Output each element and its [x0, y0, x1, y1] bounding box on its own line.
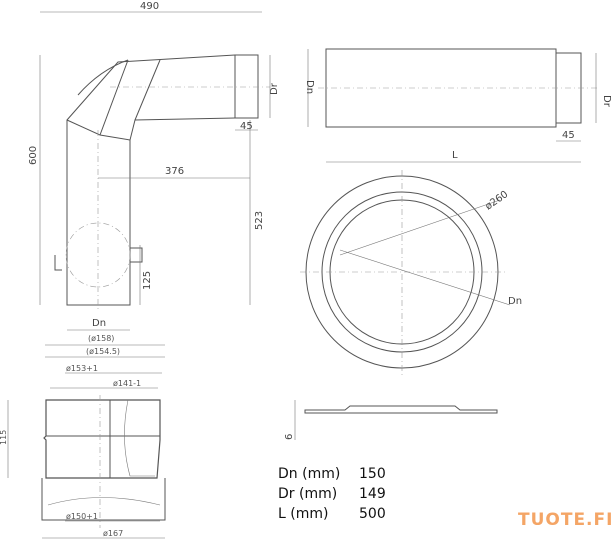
- dim-d4: ø141-1: [113, 379, 141, 388]
- dim-d3: ø153+1: [66, 364, 98, 373]
- dim-offset: 376: [165, 166, 184, 177]
- dim-d2: (ø154.5): [86, 347, 120, 356]
- dim-width: 490: [140, 1, 159, 12]
- dim-pipe-end: 45: [562, 130, 575, 141]
- dim-flange-dn: Dn: [508, 296, 522, 307]
- flange-view: ø260 Dn 6: [284, 170, 522, 440]
- dim-length: L: [452, 150, 458, 161]
- dim-height: 600: [28, 146, 39, 165]
- dim-d5: ø150+1: [66, 512, 98, 521]
- dim-pipe-dn: Dn: [304, 80, 315, 94]
- spec-label-dr: Dr (mm): [278, 486, 338, 502]
- dim-d1: (ø158): [88, 334, 114, 343]
- spec-label-l: L (mm): [278, 506, 329, 522]
- dim-flange-diameter: ø260: [483, 189, 510, 212]
- pipe-view: Dn Dr 45 L: [304, 48, 612, 163]
- detail-view: (ø158) (ø154.5) ø153+1 ø141-1 115 ø150+1…: [0, 334, 166, 539]
- spec-value-l: 500: [359, 506, 386, 522]
- dim-flange-thickness: 6: [284, 434, 295, 440]
- dim-dr: Dr: [269, 82, 280, 95]
- brand-logo: TUOTE.FI: [518, 510, 614, 530]
- dim-pipe-dr: Dr: [601, 95, 612, 108]
- dim-d6: ø167: [103, 529, 123, 538]
- dim-end: 45: [240, 121, 253, 132]
- dim-dn: Dn: [92, 318, 106, 329]
- spec-value-dr: 149: [359, 486, 386, 502]
- dim-detail-height: 115: [0, 430, 8, 445]
- spec-value-dn: 150: [359, 466, 386, 482]
- elbow-view: 490 600 376 523 Dr 45 125 Dn: [28, 1, 280, 331]
- dim-riser: 523: [254, 211, 265, 230]
- spec-label-dn: Dn (mm): [278, 466, 341, 482]
- dim-socket: 125: [142, 271, 153, 290]
